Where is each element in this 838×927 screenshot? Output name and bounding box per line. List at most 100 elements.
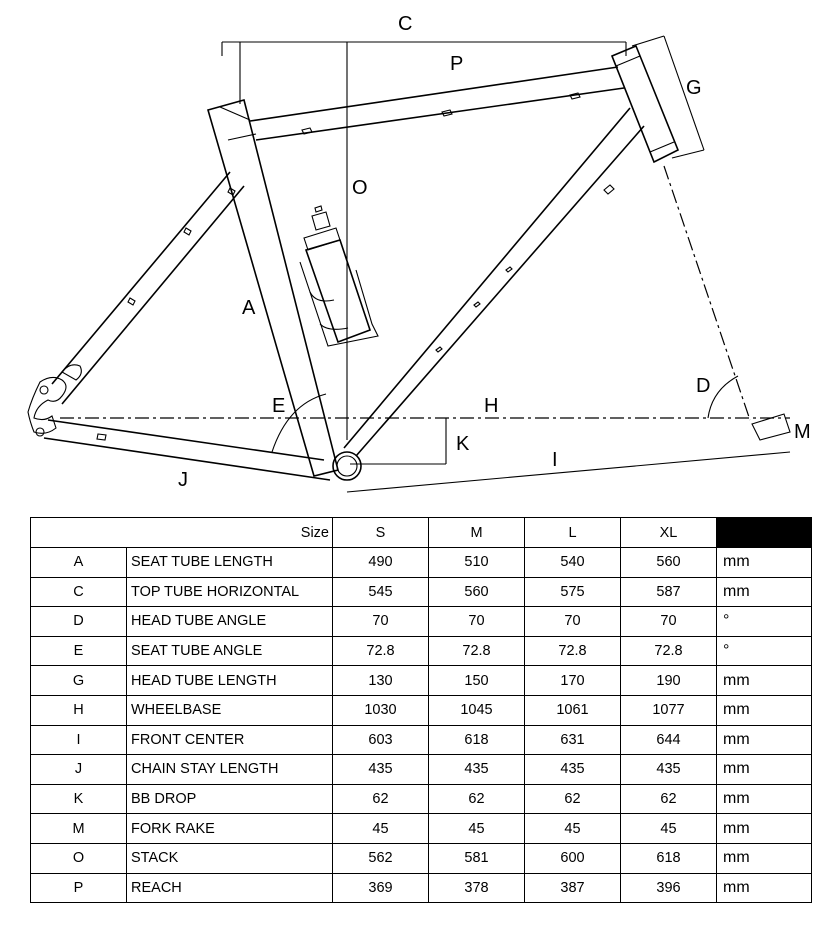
header-black-cell: [716, 517, 812, 548]
row-label: SEAT TUBE ANGLE: [126, 635, 333, 667]
value-s: 490: [332, 547, 429, 578]
row-label: FRONT CENTER: [126, 724, 333, 756]
steering-axis-line: [663, 165, 751, 421]
value-l: 631: [524, 724, 621, 756]
value-xl: 587: [620, 576, 717, 608]
size-xl-header: XL: [620, 517, 717, 548]
row-label: HEAD TUBE ANGLE: [126, 606, 333, 637]
size-s-header: S: [332, 517, 429, 548]
value-s: 369: [332, 872, 429, 904]
value-l: 387: [524, 872, 621, 904]
row-label: FORK RAKE: [126, 813, 333, 844]
label-i: I: [552, 449, 558, 471]
fork-stub: [751, 413, 791, 441]
dimension-c: [221, 41, 627, 104]
row-unit: mm: [716, 783, 812, 815]
value-xl: 396: [620, 872, 717, 904]
label-k: K: [456, 433, 470, 455]
value-m: 510: [428, 547, 525, 578]
row-unit: mm: [716, 724, 812, 756]
row-unit: mm: [716, 694, 812, 726]
size-l-header: L: [524, 517, 621, 548]
label-d: D: [696, 375, 710, 397]
frame-geometry-diagram: C P G O A D E H K M I J: [27, 13, 811, 493]
row-key: O: [30, 842, 127, 874]
seat-stay: [51, 171, 245, 405]
row-label: TOP TUBE HORIZONTAL: [126, 576, 333, 608]
value-xl: 435: [620, 754, 717, 785]
value-xl: 72.8: [620, 635, 717, 667]
size-header: Size: [30, 517, 333, 548]
value-l: 600: [524, 842, 621, 874]
value-l: 70: [524, 606, 621, 637]
label-j: J: [178, 469, 188, 491]
dimension-i-line: [346, 451, 791, 493]
value-s: 1030: [332, 694, 429, 726]
row-key: H: [30, 694, 127, 726]
value-m: 618: [428, 724, 525, 756]
value-s: 62: [332, 783, 429, 815]
value-s: 72.8: [332, 635, 429, 667]
value-l: 540: [524, 547, 621, 578]
value-s: 562: [332, 842, 429, 874]
value-xl: 190: [620, 665, 717, 696]
row-key: P: [30, 872, 127, 904]
row-key: A: [30, 547, 127, 578]
row-key: I: [30, 724, 127, 756]
row-label: WHEELBASE: [126, 694, 333, 726]
seat-angle-arc: [271, 393, 327, 453]
value-l: 435: [524, 754, 621, 785]
top-tube: [249, 66, 625, 141]
row-unit: °: [716, 635, 812, 667]
head-angle-arc: [707, 375, 739, 419]
value-l: 1061: [524, 694, 621, 726]
value-m: 70: [428, 606, 525, 637]
value-xl: 62: [620, 783, 717, 815]
value-m: 45: [428, 813, 525, 844]
value-m: 1045: [428, 694, 525, 726]
value-m: 62: [428, 783, 525, 815]
row-label: BB DROP: [126, 783, 333, 815]
label-o: O: [352, 177, 368, 199]
value-m: 560: [428, 576, 525, 608]
bottom-bracket: [332, 451, 362, 481]
row-unit: mm: [716, 547, 812, 578]
dimension-g: [631, 35, 705, 159]
value-xl: 45: [620, 813, 717, 844]
row-key: D: [30, 606, 127, 637]
value-xl: 1077: [620, 694, 717, 726]
label-e: E: [272, 395, 285, 417]
value-m: 72.8: [428, 635, 525, 667]
row-unit: mm: [716, 665, 812, 696]
table-header-row: Size S M L XL: [30, 517, 812, 548]
value-s: 45: [332, 813, 429, 844]
value-s: 130: [332, 665, 429, 696]
row-unit: mm: [716, 842, 812, 874]
value-xl: 70: [620, 606, 717, 637]
water-bottle: [299, 205, 379, 347]
row-label: SEAT TUBE LENGTH: [126, 547, 333, 578]
value-s: 603: [332, 724, 429, 756]
value-l: 72.8: [524, 635, 621, 667]
row-key: G: [30, 665, 127, 696]
row-label: STACK: [126, 842, 333, 874]
row-key: J: [30, 754, 127, 785]
value-m: 150: [428, 665, 525, 696]
row-unit: °: [716, 606, 812, 637]
value-l: 170: [524, 665, 621, 696]
row-unit: mm: [716, 754, 812, 785]
row-key: C: [30, 576, 127, 608]
rear-dropout: [27, 364, 82, 437]
label-h: H: [484, 395, 498, 417]
chain-stay: [43, 419, 331, 481]
value-l: 575: [524, 576, 621, 608]
